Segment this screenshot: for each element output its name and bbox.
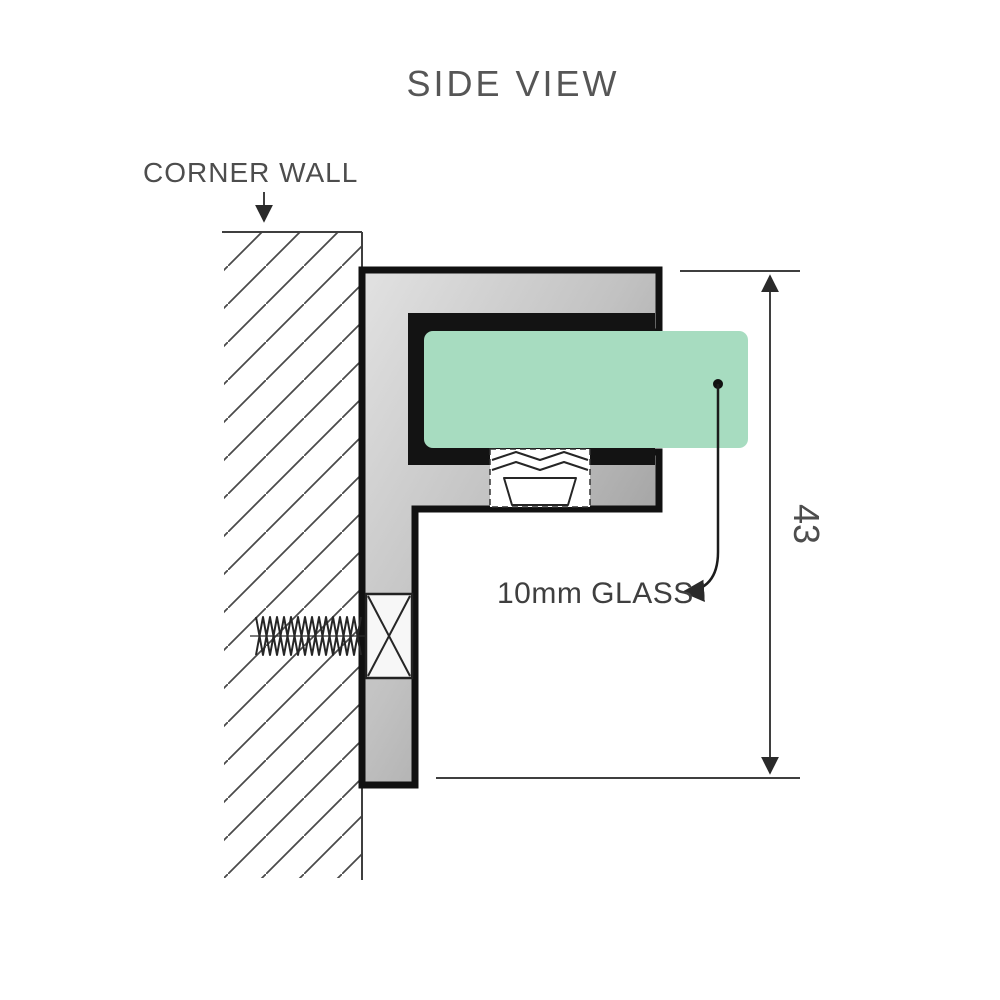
diagram-title: SIDE VIEW [406, 63, 619, 104]
glass-panel [424, 331, 748, 448]
dimension-label: 43 [786, 504, 827, 544]
grub-screw [489, 448, 591, 508]
glass-label: 10mm GLASS [497, 577, 694, 610]
glass-leader-line [681, 384, 720, 603]
grub-screw-thread-icon [491, 451, 589, 461]
wall-hatching [224, 233, 362, 878]
grub-screw-thread-icon [491, 461, 589, 471]
corner-wall-label: CORNER WALL [143, 157, 358, 188]
mounting-screw-head-cross-icon [367, 595, 411, 677]
mounting-screw [250, 592, 414, 680]
grub-screw-tip [503, 477, 577, 506]
